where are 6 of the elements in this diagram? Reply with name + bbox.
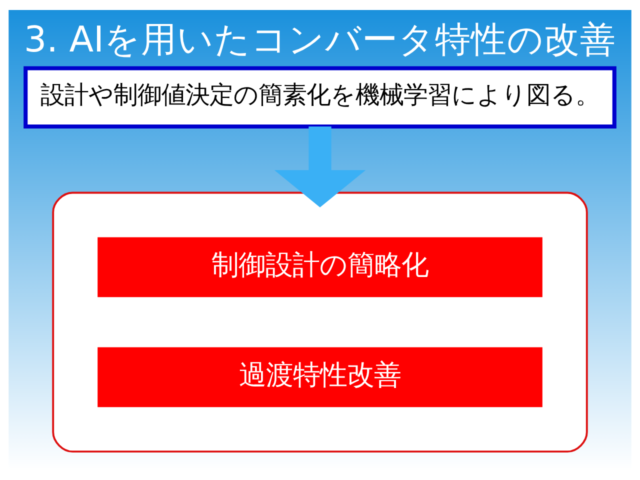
node-box: 制御設計の簡略化	[98, 236, 542, 297]
arrow	[274, 126, 366, 207]
diagram-title: 3. AIを用いたコンバータ特性の改善	[24, 18, 616, 60]
node-box: 過渡特性改善	[98, 346, 542, 407]
cluster	[52, 191, 588, 452]
node-box: 設計や制御値決定の簡素化を機械学習により図る。	[24, 66, 616, 128]
